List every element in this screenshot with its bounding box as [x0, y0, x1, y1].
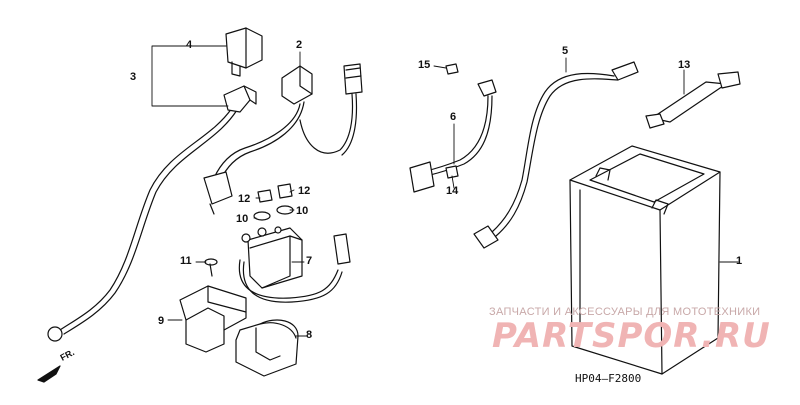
watermark-caption: ЗАПЧАСТИ И АКСЕССУАРЫ ДЛЯ МОТОТЕХНИКИ [489, 306, 761, 318]
callout-4: 4 [186, 39, 193, 51]
callout-2: 2 [296, 39, 303, 51]
nuts-washers [253, 183, 294, 221]
callout-7: 7 [306, 255, 313, 267]
leader-lines [151, 45, 739, 337]
watermark-logo: PARTSPOR.RU [492, 316, 771, 356]
callout-1: 1 [736, 255, 743, 267]
cover-part-8 [235, 319, 299, 377]
callout-10-right: 10 [296, 205, 309, 217]
callout-12-right: 12 [298, 185, 311, 197]
callout-11: 11 [180, 255, 192, 267]
bracket-part-9 [179, 285, 247, 353]
callout-10-left: 10 [236, 213, 249, 225]
cable-part-3 [47, 85, 257, 342]
strap-part-13 [645, 71, 741, 129]
harness-part-2 [203, 63, 363, 215]
callout-8: 8 [306, 329, 313, 341]
callout-6: 6 [450, 111, 457, 123]
diagram-code: HP04—F2800 [575, 372, 642, 385]
callout-13: 13 [678, 59, 691, 71]
callout-14: 14 [446, 185, 459, 197]
cap-part-4 [225, 27, 263, 77]
cable-part-6 [409, 63, 497, 193]
callout-9: 9 [158, 315, 165, 327]
callout-3: 3 [130, 71, 137, 83]
battery-part-1 [569, 145, 721, 375]
callout-15: 15 [418, 59, 431, 71]
callout-5: 5 [562, 45, 569, 57]
relay-part-7 [238, 226, 351, 303]
callout-12-left: 12 [238, 193, 251, 205]
cable-part-5 [473, 61, 639, 249]
front-arrow-icon [37, 365, 61, 383]
screw-part-11 [204, 258, 218, 277]
